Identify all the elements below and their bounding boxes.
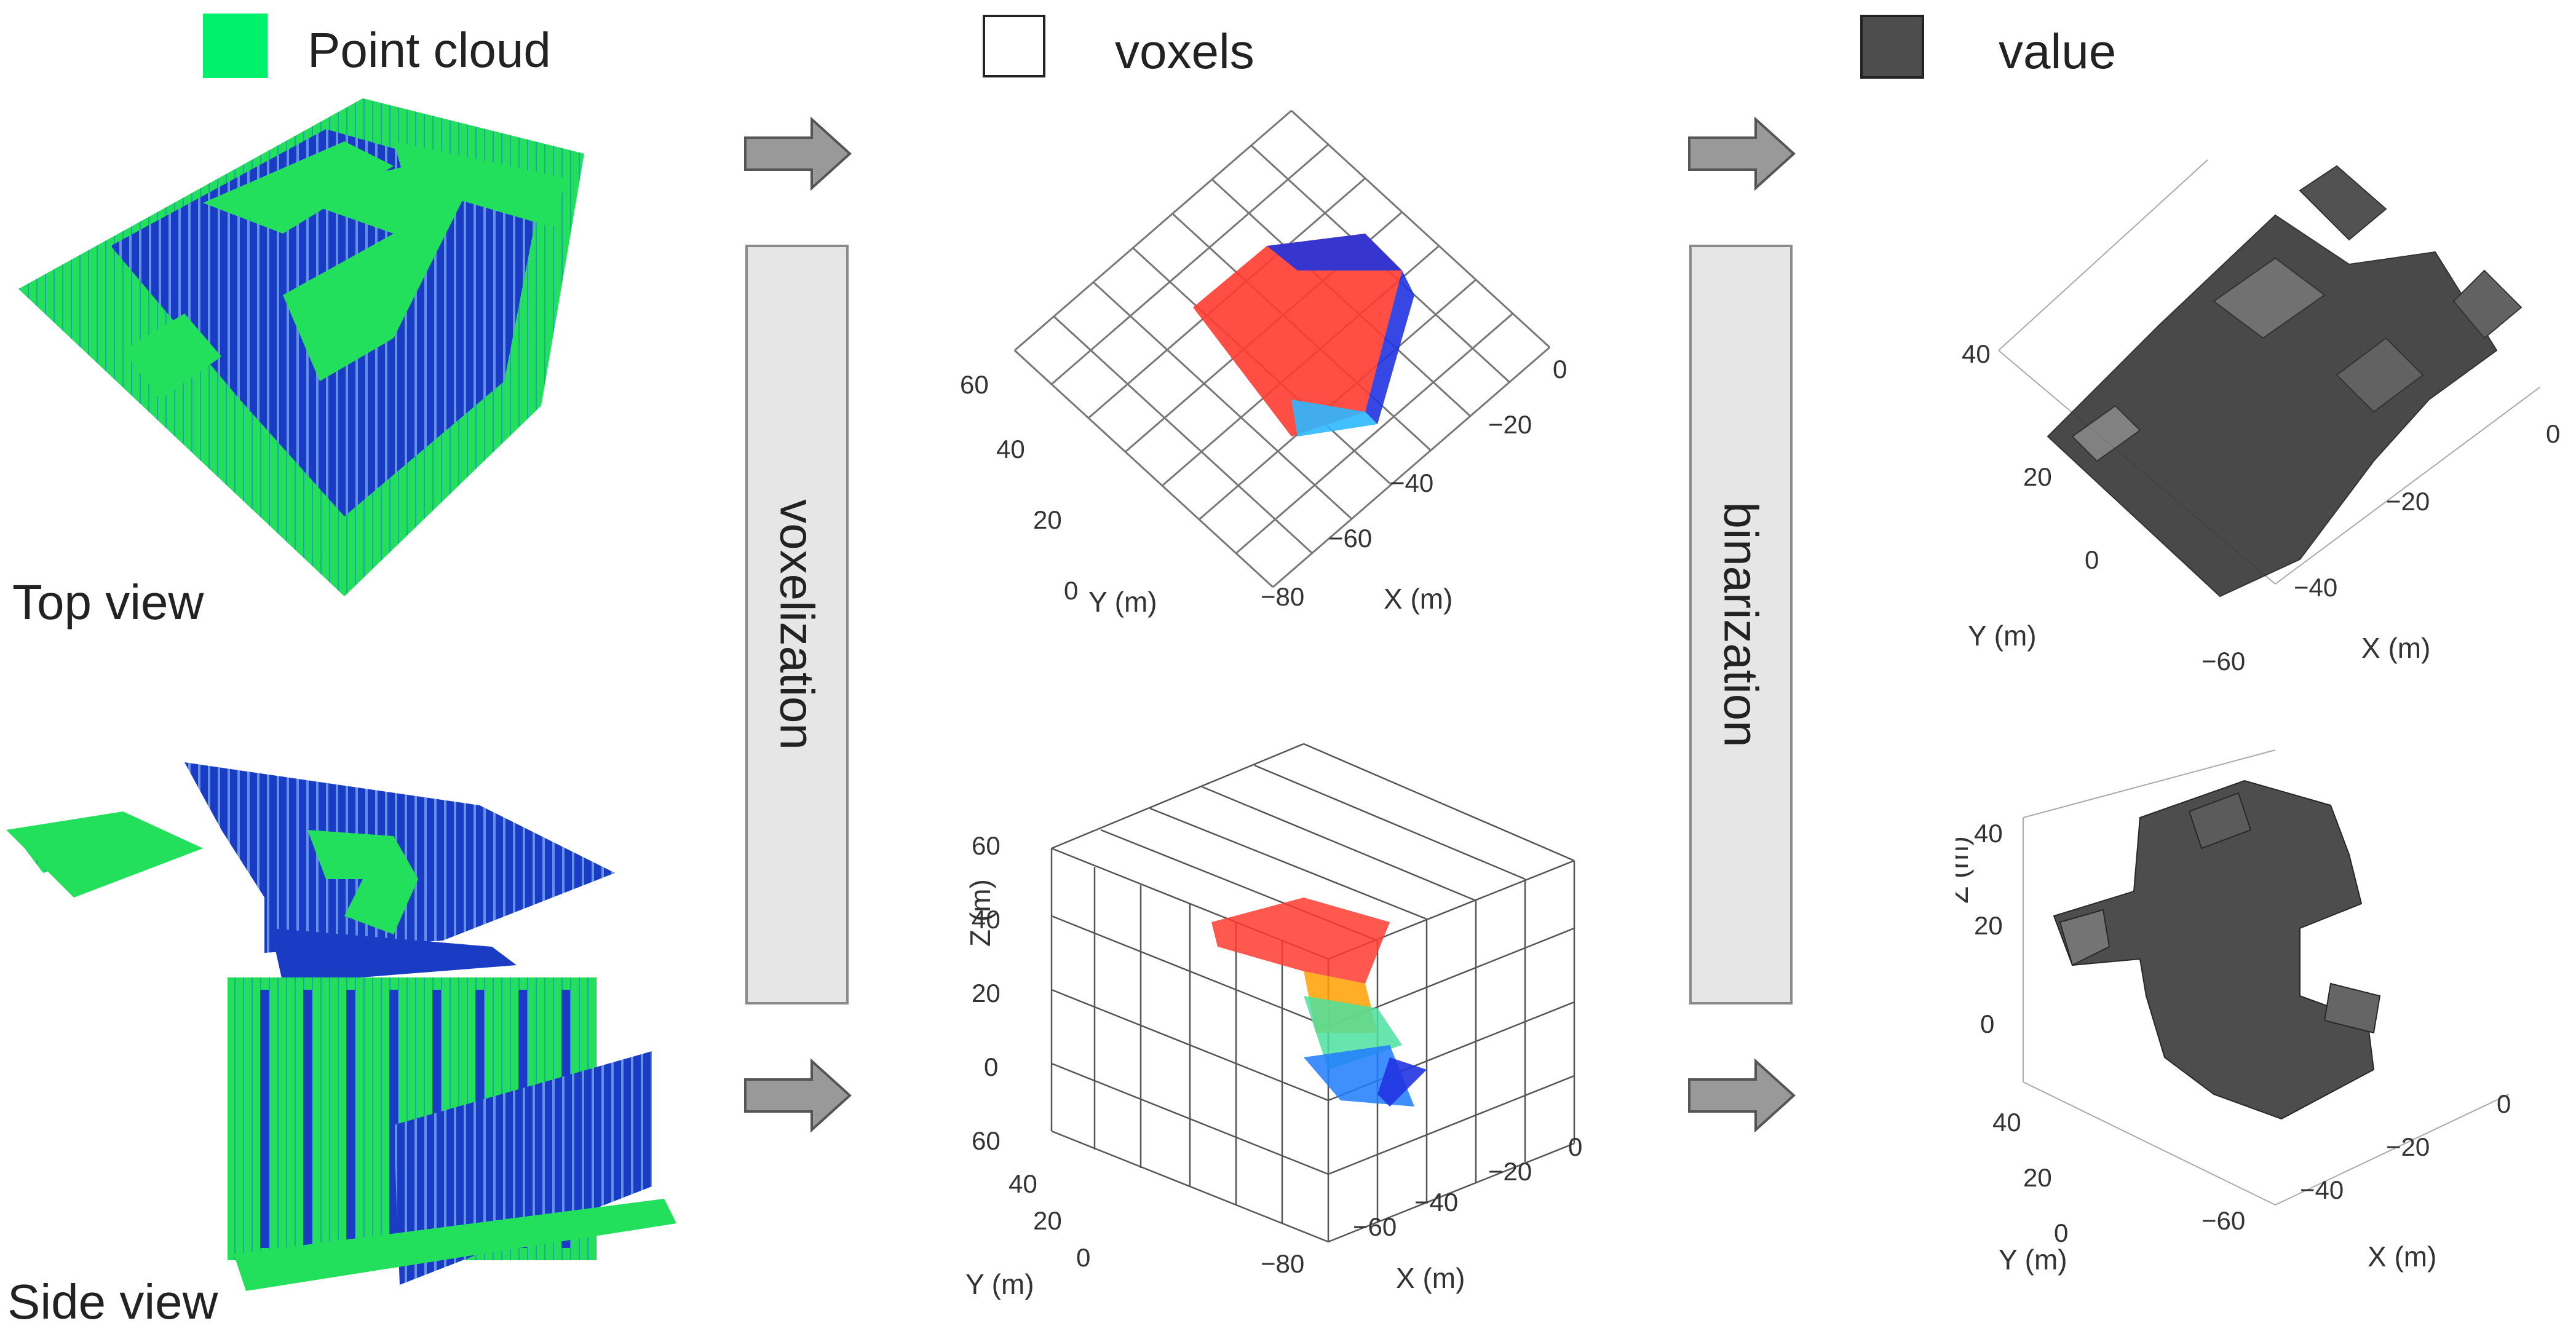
z-axis-tick-label: 0 — [984, 1052, 998, 1081]
z-axis-tick-label: 40 — [1974, 819, 2003, 848]
voxelization-label: voxelization — [770, 499, 825, 750]
z-axis-tick-label: 60 — [972, 831, 1001, 860]
y-axis-tick-label: 40 — [996, 435, 1025, 464]
x-axis-tick-label: −60 — [2201, 647, 2245, 676]
x-axis-tick-label: −40 — [2300, 1175, 2344, 1204]
y-axis-title: Y (m) — [965, 1268, 1034, 1300]
arrow-icon — [1688, 1059, 1796, 1132]
x-axis-tick-label: 0 — [1553, 355, 1567, 384]
top-view-point-cloud — [18, 98, 584, 596]
x-axis-tick-label: −60 — [1353, 1212, 1397, 1241]
z-axis-tick-label: 40 — [972, 905, 1001, 934]
y-axis-tick-label: 40 — [1009, 1169, 1037, 1198]
x-axis-title: X (m) — [2368, 1241, 2436, 1273]
z-axis-title: Z (m) — [1956, 836, 1974, 904]
y-axis-tick-label: 60 — [960, 370, 989, 399]
side-view-label: Side view — [7, 1274, 218, 1329]
z-axis-tick-label: 20 — [1974, 911, 2003, 940]
arrow-icon — [744, 1059, 852, 1132]
binarization-step: binarization — [1689, 245, 1793, 1004]
y-axis-tick-label: 20 — [2023, 1163, 2052, 1192]
x-axis-tick-label: −40 — [2294, 573, 2337, 602]
value-top-plot: 40 20 0 Y (m) −60 −40 −20 0 X (m) — [1962, 159, 2560, 676]
z-axis-tick-label: 0 — [1980, 1009, 1994, 1038]
voxelization-step: voxelization — [745, 245, 849, 1004]
x-axis-tick-label: −20 — [2386, 1132, 2430, 1161]
value-side-plot: 40 20 0 Z (m) 40 20 0 Y (m) −60 −40 −20 … — [1956, 749, 2511, 1276]
binarization-label: binarization — [1714, 502, 1769, 748]
y-axis-tick-label: 0 — [1076, 1243, 1090, 1272]
y-axis-tick-label: 20 — [1033, 1206, 1062, 1235]
y-axis-tick-label: 0 — [2054, 1218, 2068, 1247]
x-axis-tick-label: −60 — [2201, 1206, 2245, 1235]
x-axis-tick-label: −40 — [1414, 1188, 1458, 1217]
x-axis-tick-label: −20 — [2386, 487, 2430, 516]
y-axis-title: Y (m) — [1088, 586, 1157, 618]
y-axis-tick-label: 0 — [1064, 576, 1078, 605]
voxels-side-plot: 60 40 20 0 Z (m) 60 40 20 0 Y (m) −80 −6… — [964, 743, 1582, 1300]
legend-swatch-point-cloud — [203, 14, 268, 78]
x-axis-title: X (m) — [1396, 1262, 1465, 1294]
legend-swatch-value — [1860, 15, 1924, 79]
y-axis-tick-label: 60 — [972, 1126, 1001, 1155]
x-axis-tick-label: −20 — [1488, 410, 1532, 439]
legend-label-point-cloud: Point cloud — [307, 23, 551, 77]
y-axis-tick-label: 40 — [1992, 1108, 2021, 1137]
x-axis-tick-label: −80 — [1261, 582, 1304, 611]
voxel-cluster — [2047, 165, 2522, 598]
y-axis-tick-label: 40 — [1962, 339, 1991, 368]
y-axis-tick-label: 20 — [1033, 505, 1062, 534]
x-axis-tick-label: −60 — [1328, 524, 1372, 553]
voxel-cluster — [2053, 779, 2381, 1120]
x-axis-tick-label: −40 — [1390, 468, 1433, 497]
z-axis-tick-label: 20 — [972, 979, 1001, 1008]
x-axis-tick-label: 0 — [1568, 1132, 1582, 1161]
legend-swatch-voxels — [983, 15, 1045, 77]
x-axis-title: X (m) — [1384, 583, 1452, 615]
y-axis-title: Y (m) — [1999, 1244, 2067, 1276]
voxel-grid — [1050, 743, 1575, 1243]
legend-label-voxels: voxels — [1115, 24, 1254, 79]
x-axis-tick-label: −80 — [1261, 1249, 1304, 1278]
x-axis-tick-label: −20 — [1488, 1157, 1532, 1186]
x-axis-tick-label: 0 — [2497, 1089, 2511, 1118]
side-view-point-cloud — [6, 762, 676, 1291]
x-axis-tick-label: 0 — [2546, 419, 2560, 448]
legend-label-value: value — [1999, 24, 2117, 79]
arrow-icon — [744, 117, 852, 191]
y-axis-tick-label: 20 — [2023, 462, 2052, 491]
z-axis-title: Z (m) — [964, 879, 996, 947]
voxels-top-plot: 60 40 20 0 Y (m) −80 −60 −40 −20 0 X (m) — [960, 109, 1567, 618]
y-axis-tick-label: 0 — [2085, 545, 2099, 574]
top-view-label: Top view — [12, 575, 204, 630]
arrow-icon — [1688, 117, 1796, 191]
x-axis-title: X (m) — [2361, 632, 2430, 664]
y-axis-title: Y (m) — [1968, 620, 2037, 652]
